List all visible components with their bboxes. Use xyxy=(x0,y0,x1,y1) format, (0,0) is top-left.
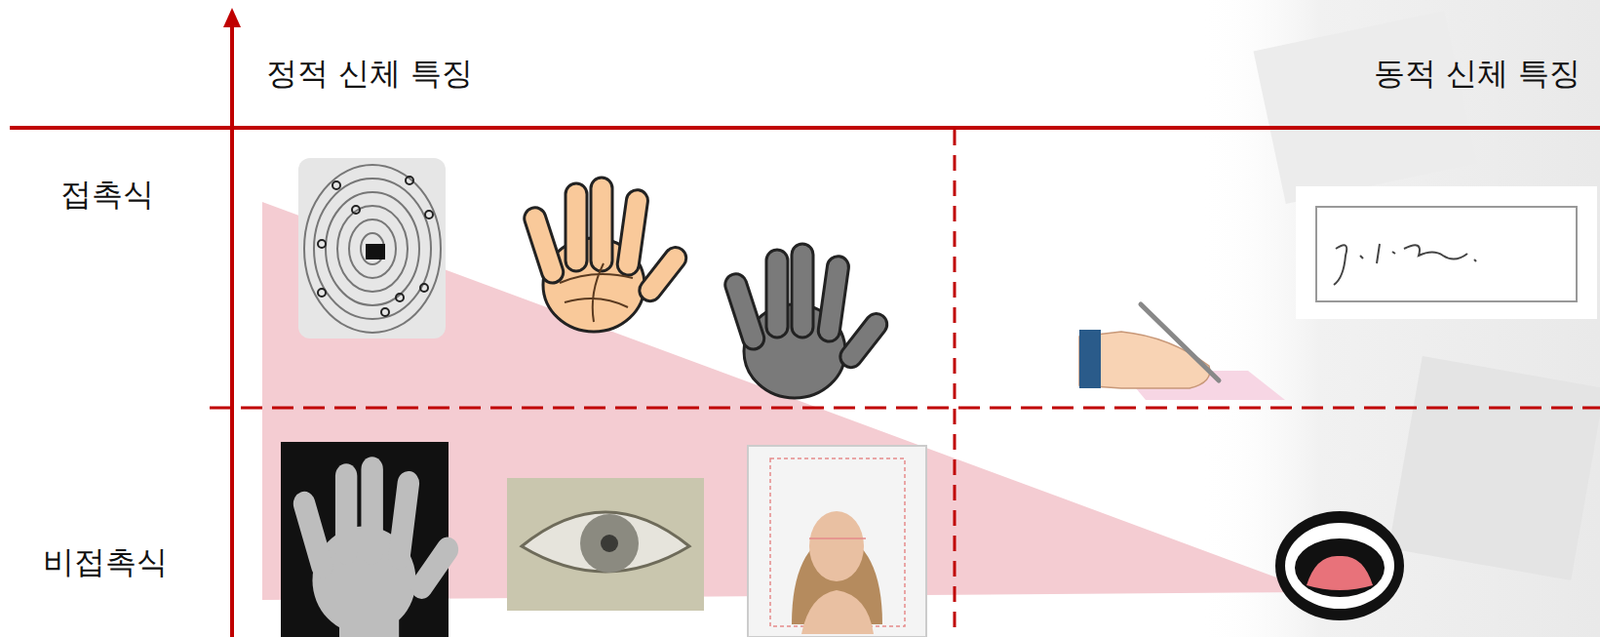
fingerprint-icon xyxy=(298,157,446,339)
axis-heading: 정적 신체 특징 xyxy=(266,54,473,92)
palm-icon xyxy=(521,177,691,332)
axis-arrowhead xyxy=(223,7,241,28)
hand-shape-icon xyxy=(722,243,892,398)
axis-line xyxy=(230,23,235,637)
header-line xyxy=(9,125,1600,130)
paper-sheet xyxy=(1253,10,1478,204)
divider-line xyxy=(209,406,1600,410)
paper-sheet xyxy=(1388,355,1600,581)
voice-mouth-icon xyxy=(1275,510,1405,621)
handwriting-icon xyxy=(1079,304,1286,400)
divider-line xyxy=(953,129,957,637)
signature-icon xyxy=(1295,186,1598,319)
iris-photo xyxy=(507,477,704,611)
row-label: 접촉식 xyxy=(60,175,155,213)
row-label: 비접촉식 xyxy=(42,543,168,581)
face-photo xyxy=(747,445,927,637)
hand-vein-photo xyxy=(280,441,464,637)
axis-heading: 동적 신체 특징 xyxy=(1373,54,1581,92)
